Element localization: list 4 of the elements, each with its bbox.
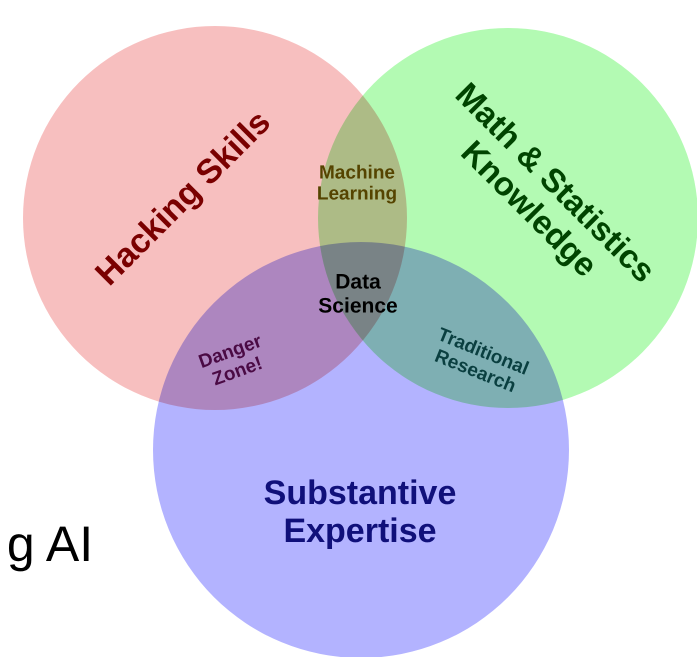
region-label: Data Science [317, 270, 399, 318]
region-label: Danger Zone! [194, 330, 266, 393]
partial-text: g AI [6, 516, 94, 572]
set-label: Substantive Expertise [262, 474, 458, 550]
